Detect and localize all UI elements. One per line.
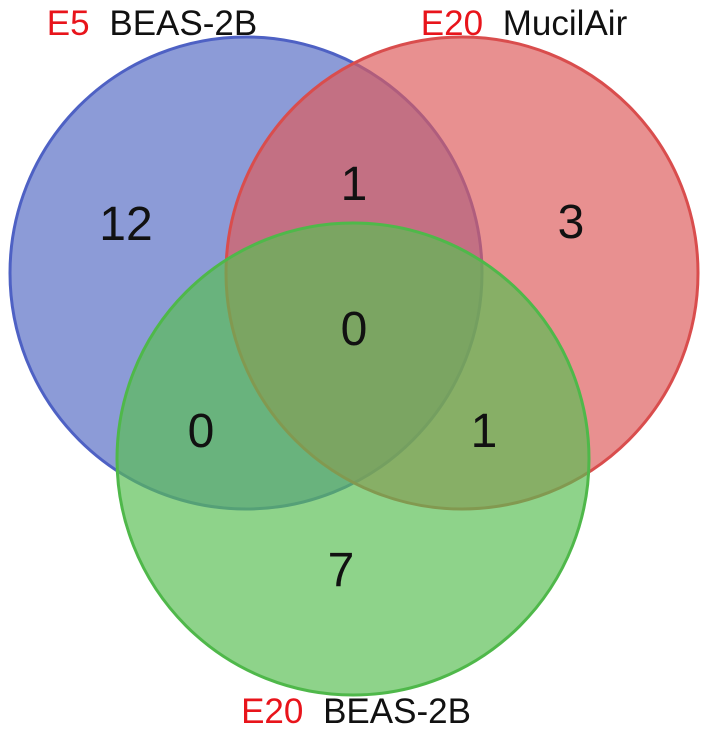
- set-label-name: BEAS-2B: [323, 692, 471, 731]
- set-label-e20-mucilair: E20 MucilAir: [421, 4, 628, 43]
- set-label-tag: E20: [241, 692, 303, 731]
- count-e20-mucilair-only: 3: [558, 196, 585, 249]
- circle-e20-beas2b: [115, 221, 591, 697]
- count-e20-mucilair-and-e20-beas2b: 1: [471, 405, 498, 458]
- set-label-e20-beas2b: E20 BEAS-2B: [241, 692, 471, 731]
- set-label-name: BEAS-2B: [109, 4, 257, 43]
- count-e5-beas2b-only: 12: [99, 198, 152, 251]
- set-label-tag: E20: [421, 4, 483, 43]
- count-e5-beas2b-and-e20-mucilair: 1: [341, 158, 368, 211]
- set-label-e5-beas2b: E5 BEAS-2B: [47, 4, 257, 43]
- set-label-tag: E5: [47, 4, 90, 43]
- set-label-name: MucilAir: [503, 4, 628, 43]
- count-all-three: 0: [341, 303, 368, 356]
- count-e20-beas2b-only: 7: [328, 544, 355, 597]
- count-e5-beas2b-and-e20-beas2b: 0: [188, 405, 215, 458]
